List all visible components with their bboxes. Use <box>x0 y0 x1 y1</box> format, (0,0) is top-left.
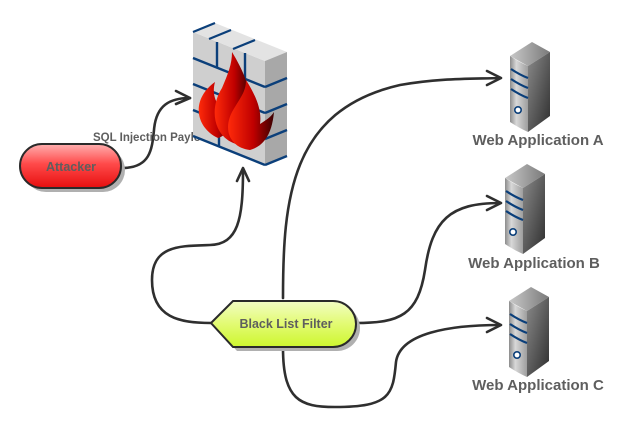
flame-icon <box>198 52 274 150</box>
node-black-list-filter-label: Black List Filter <box>239 317 332 331</box>
node-web-app-a[interactable]: Web Application A <box>472 40 604 149</box>
node-attacker-label: Attacker <box>46 160 96 174</box>
node-black-list-filter[interactable]: Black List Filter <box>209 300 360 351</box>
edge-label-sql-injection: SQL Injection Paylo <box>93 132 201 144</box>
server-icon <box>507 285 551 379</box>
node-web-app-a-label: Web Application A <box>472 132 603 149</box>
edge-filter-to-web-app-b <box>354 194 503 325</box>
node-web-app-c-label: Web Application C <box>472 377 604 394</box>
edge-filter-to-web-app-a <box>281 69 503 300</box>
node-web-app-c[interactable]: Web Application C <box>472 285 604 394</box>
server-icon <box>503 162 547 256</box>
edge-attacker-to-firewall <box>120 89 192 170</box>
server-icon <box>508 40 552 134</box>
edge-filter-to-web-app-c <box>281 316 503 409</box>
node-attacker[interactable]: Attacker <box>19 143 125 192</box>
node-web-app-b-label: Web Application B <box>468 255 600 272</box>
edge-filter-to-firewall <box>150 166 251 325</box>
node-web-app-b[interactable]: Web Application B <box>468 162 600 272</box>
